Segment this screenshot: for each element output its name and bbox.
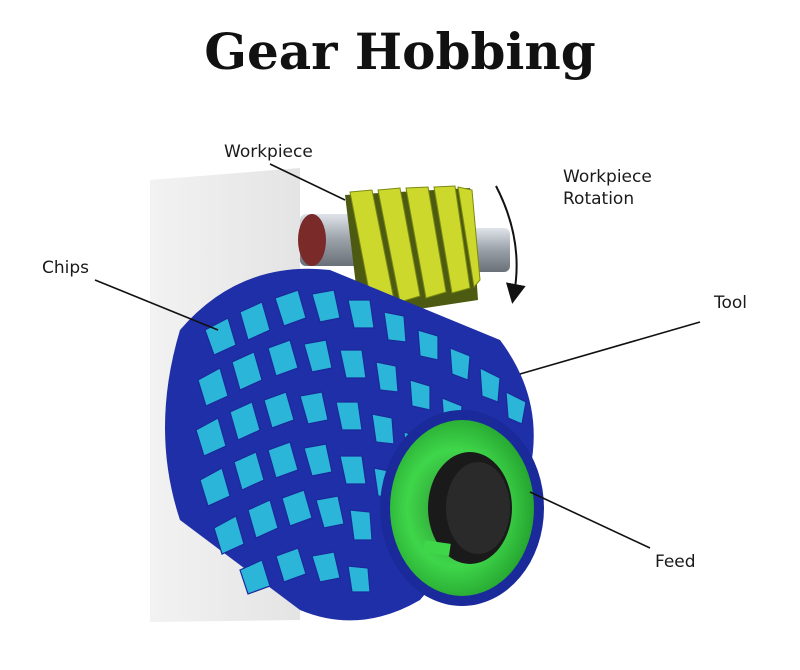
shaft-end-face: [298, 214, 326, 266]
tool-leader-line: [519, 321, 701, 375]
diagram-title: Gear Hobbing: [204, 22, 596, 81]
workpiece-gear: [298, 185, 510, 318]
feed-label: Feed: [655, 552, 696, 572]
hob-hub: [380, 410, 544, 606]
hob-tool: [165, 268, 544, 621]
workpiece-rotation-label-line1: Workpiece: [563, 167, 652, 187]
chips-label: Chips: [42, 258, 90, 278]
feed-leader-line: [529, 491, 651, 549]
chips-leader-line: [94, 279, 219, 331]
workpiece-shaft-right: [470, 228, 510, 272]
workpiece-rotation-label-line2: Rotation: [563, 189, 635, 209]
workpiece-leader-line: [269, 163, 346, 201]
keyway: [423, 540, 451, 556]
workpiece-label: Workpiece: [224, 142, 313, 162]
rotation-arrow-icon: [495, 185, 526, 304]
workpiece-rotation-label: Workpiece Rotation: [563, 166, 652, 210]
tool-label: Tool: [714, 293, 748, 313]
